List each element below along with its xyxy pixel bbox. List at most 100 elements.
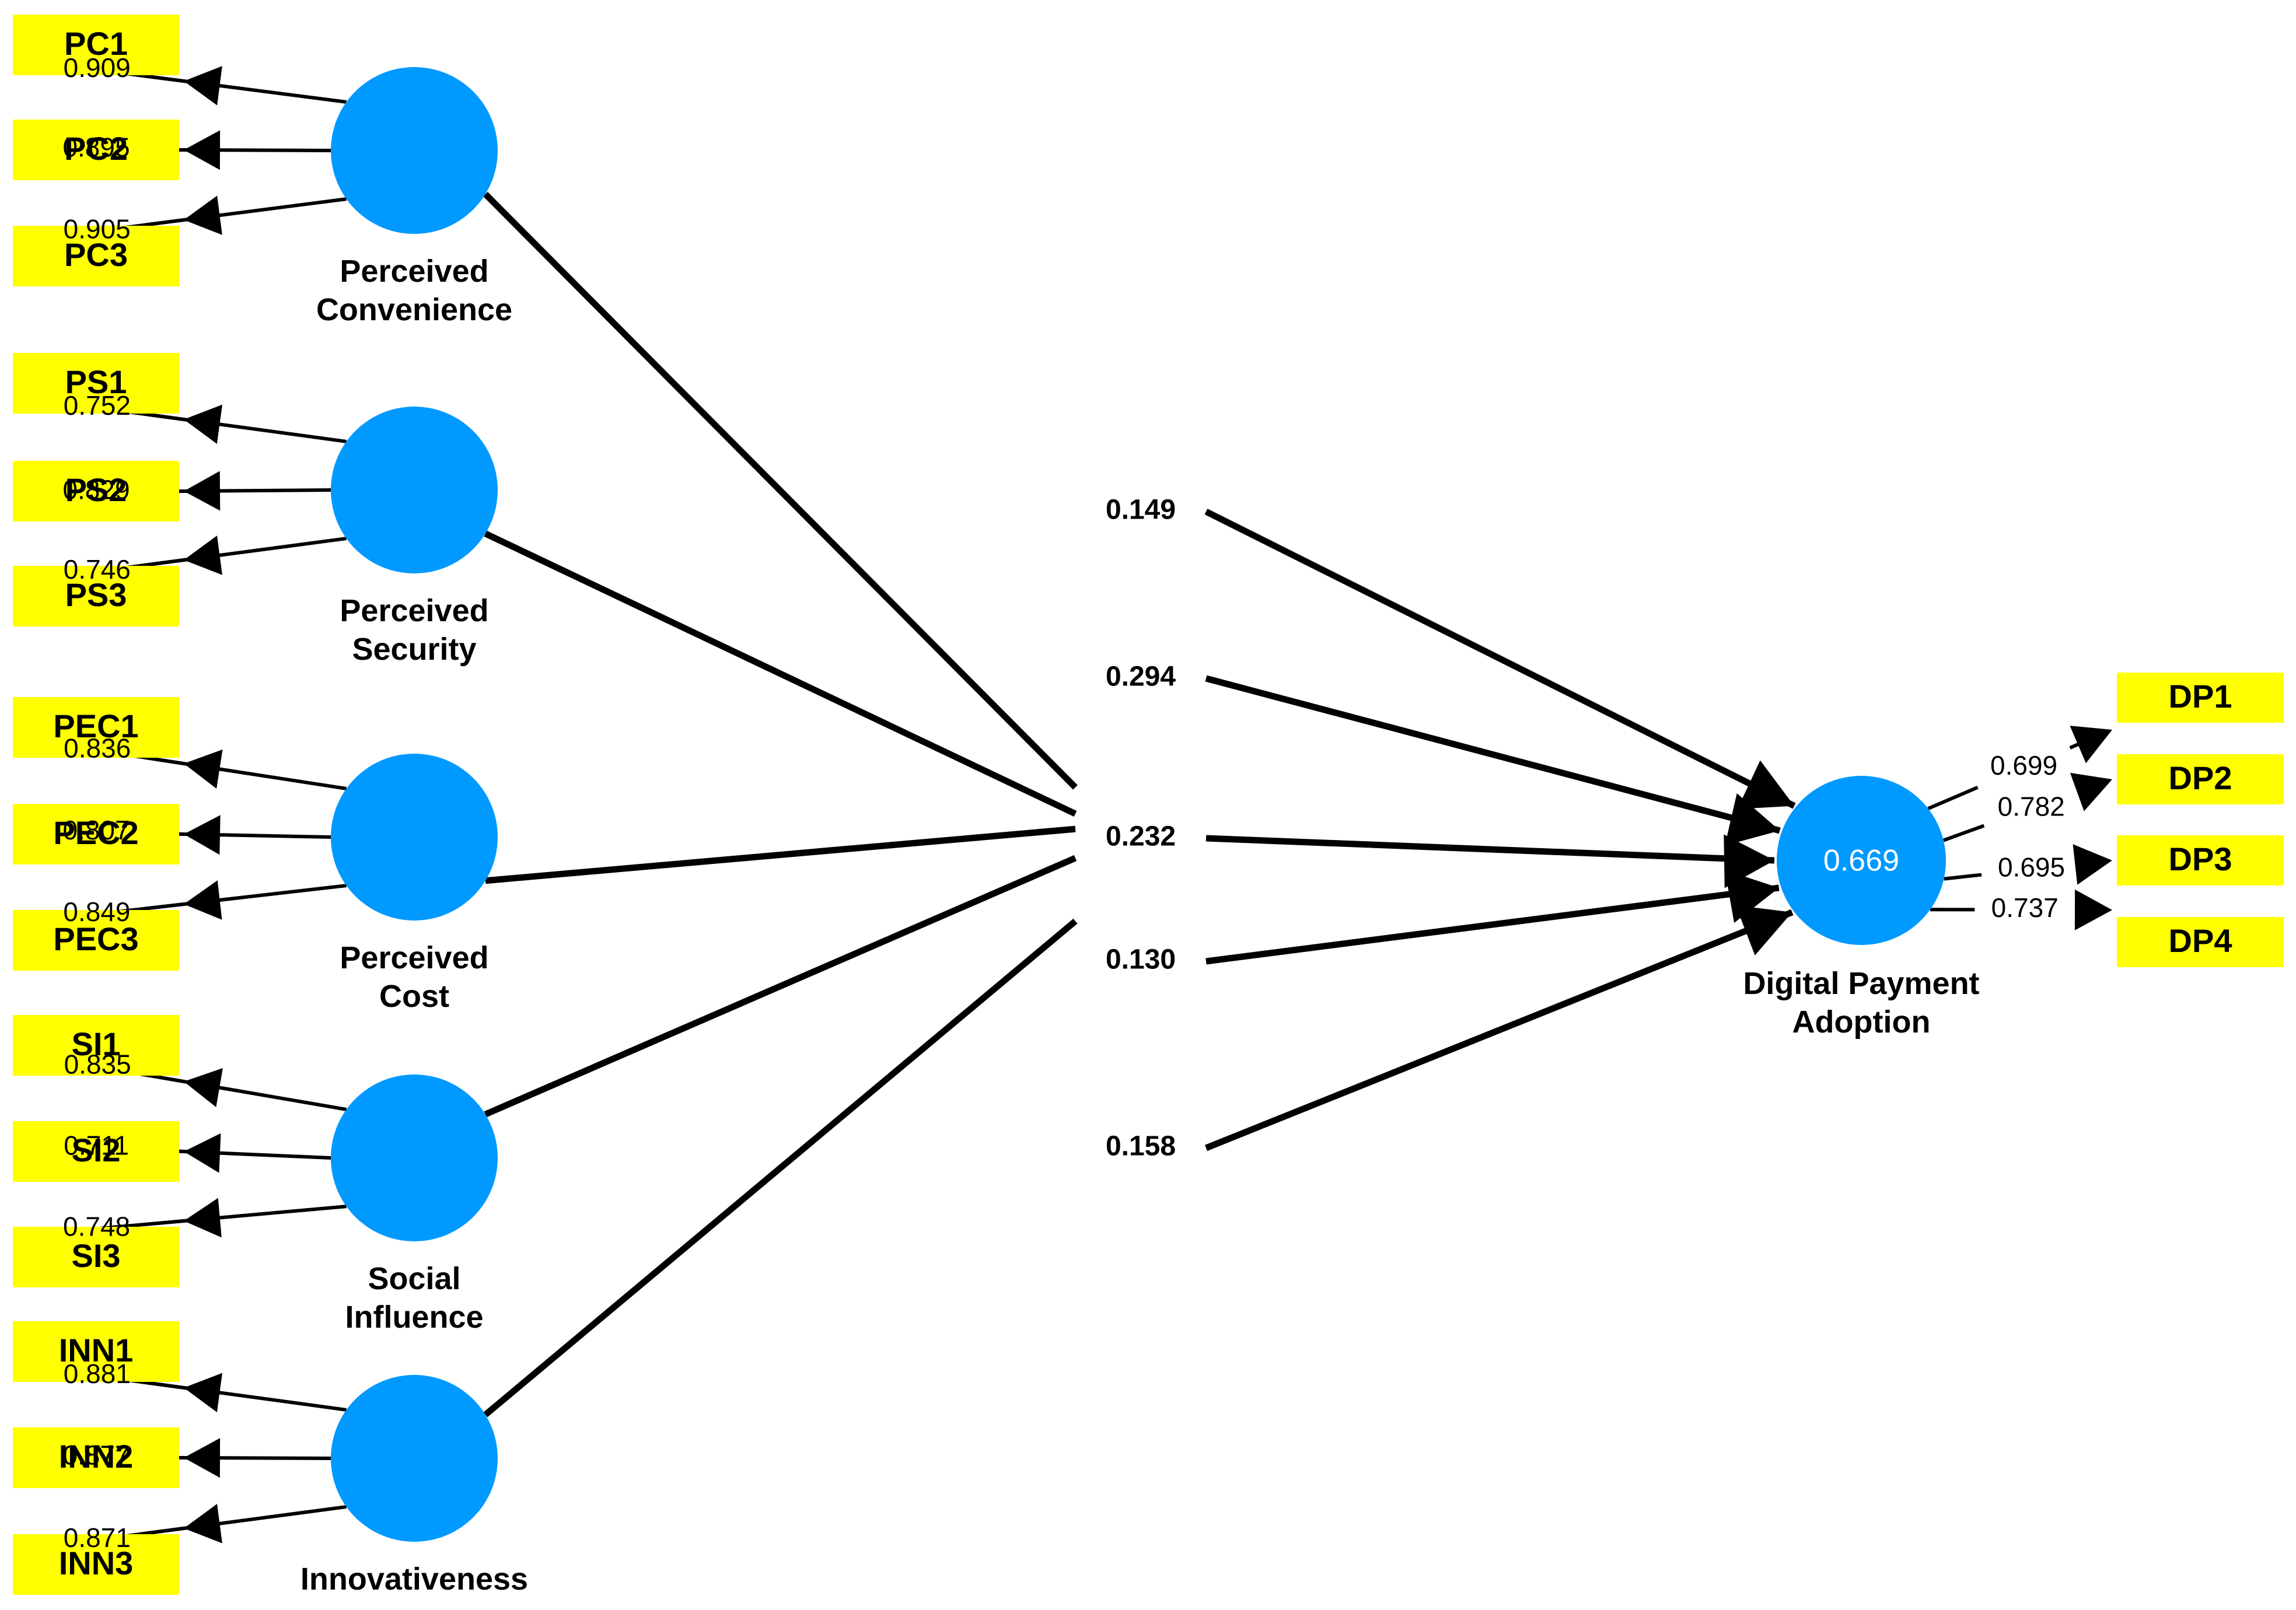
arrow-head-INN3 xyxy=(184,1504,222,1544)
construct-label-DPA-line1: Digital Payment xyxy=(1743,966,1979,1001)
indicator-label-DP4: DP4 xyxy=(2169,922,2232,959)
path-coefficient-PS-to-DPA: 0.294 xyxy=(1106,662,1176,692)
indicator-label-PEC2: PEC2 xyxy=(53,814,138,851)
arrow-head-INN1 xyxy=(184,1373,223,1413)
indicator-box-PEC3 xyxy=(13,910,179,971)
construct-label-PC-line1: Perceived xyxy=(340,254,488,289)
loading-value-INN2: 0.877 xyxy=(62,1440,130,1471)
path-coefficient-SI-to-DPA: 0.130 xyxy=(1106,944,1176,975)
construct-circle-SI[interactable] xyxy=(331,1074,498,1241)
arrow-head-PC3 xyxy=(184,195,222,235)
indicator-label-SI1: SI1 xyxy=(71,1026,120,1062)
construct-circle-PEC[interactable] xyxy=(331,754,498,921)
edges-layer xyxy=(48,62,2112,1548)
indicator-label-DP2: DP2 xyxy=(2169,760,2232,796)
construct-circle-PS[interactable] xyxy=(331,407,498,573)
construct-label-SI-line2: Influence xyxy=(345,1300,483,1335)
indicator-box-DP1 xyxy=(2117,673,2284,723)
arrow-head-DP4 xyxy=(2074,889,2112,930)
loading-value-SI1: 0.835 xyxy=(64,1049,131,1080)
construct-label-PEC-line1: Perceived xyxy=(340,940,488,975)
indicator-label-PS2: PS2 xyxy=(65,471,127,508)
indicator-label-DP1: DP1 xyxy=(2169,678,2232,715)
path-coefficient-PC-to-DPA: 0.149 xyxy=(1106,495,1176,526)
indicator-label-INN2: INN2 xyxy=(59,1438,134,1475)
indicator-box-DP2 xyxy=(2117,754,2284,804)
structural-edge-SI-a xyxy=(484,855,1077,1118)
arrow-head-DP3 xyxy=(2073,844,2112,885)
structural-edge-PS-b xyxy=(1205,675,1781,834)
indicator-box-INN2 xyxy=(13,1427,179,1488)
structural-edge-PC-a xyxy=(483,191,1078,790)
arrow-head-PS1 xyxy=(184,404,223,444)
loading-value-PEC3: 0.849 xyxy=(63,897,130,927)
loading-value-SI3: 0.748 xyxy=(63,1212,130,1242)
structural-edge-INN-b xyxy=(1204,909,1794,1152)
arrow-head-PEC1 xyxy=(184,749,223,789)
structural-edge-PEC-b xyxy=(1205,835,1775,864)
indicator-label-SI3: SI3 xyxy=(71,1237,120,1274)
construct-label-PS-line2: Security xyxy=(352,632,476,667)
arrow-head-PC2 xyxy=(184,130,221,170)
structural-edge-SI-b xyxy=(1205,884,1780,965)
loading-value-PC1: 0.909 xyxy=(64,52,131,83)
arrow-head-path-INN xyxy=(1735,905,1792,956)
loading-value-DP3: 0.695 xyxy=(1998,852,2065,882)
structural-edge-PC-b xyxy=(1204,509,1796,809)
r-squared-value-DPA: 0.669 xyxy=(1823,844,1899,878)
indicator-label-PC3: PC3 xyxy=(64,236,128,273)
loading-value-PC2: 0.895 xyxy=(62,132,130,163)
arrow-head-DP1 xyxy=(2070,726,2112,764)
arrow-head-path-PS xyxy=(1725,793,1780,846)
indicator-box-PS2 xyxy=(13,461,179,522)
indicator-label-PC2: PC2 xyxy=(64,130,128,167)
indicator-label-PEC3: PEC3 xyxy=(53,921,138,957)
loading-value-PEC2: 0.807 xyxy=(62,815,130,845)
path-coefficient-INN-to-DPA: 0.158 xyxy=(1106,1131,1176,1162)
indicator-label-PS3: PS3 xyxy=(65,576,127,613)
arrow-head-SI2 xyxy=(184,1133,221,1173)
indicator-box-SI1 xyxy=(13,1015,179,1076)
indicator-label-PS1: PS1 xyxy=(65,363,127,400)
arrow-head-PEC3 xyxy=(184,880,222,920)
arrow-head-SI1 xyxy=(184,1068,223,1108)
indicator-label-INN1: INN1 xyxy=(59,1332,134,1368)
construct-circle-PC[interactable] xyxy=(331,67,498,234)
loading-value-PEC1: 0.836 xyxy=(64,733,131,763)
loading-value-PS1: 0.752 xyxy=(64,390,131,421)
construct-circle-INN[interactable] xyxy=(331,1375,498,1542)
indicator-box-SI2 xyxy=(13,1121,179,1182)
loading-value-INN1: 0.881 xyxy=(64,1359,131,1389)
indicator-label-SI2: SI2 xyxy=(71,1132,120,1168)
construct-label-SI-line1: Social xyxy=(368,1261,460,1296)
indicator-box-PS1 xyxy=(13,353,179,414)
path-coefficient-PEC-to-DPA: 0.232 xyxy=(1106,821,1176,852)
arrow-head-SI3 xyxy=(184,1198,222,1238)
loading-edge-DP1 xyxy=(1927,785,1979,810)
structural-edge-INN-a xyxy=(483,918,1078,1418)
nodes-layer xyxy=(13,15,2284,1595)
arrow-head-DP2 xyxy=(2070,772,2112,811)
indicator-label-DP3: DP3 xyxy=(2169,841,2232,877)
arrow-head-PC1 xyxy=(184,66,222,106)
indicator-label-PEC1: PEC1 xyxy=(53,708,138,744)
indicator-box-PS3 xyxy=(13,566,179,626)
arrow-head-path-PC xyxy=(1737,760,1795,809)
loading-value-DP2: 0.782 xyxy=(1998,791,2065,821)
loading-value-INN3: 0.871 xyxy=(64,1522,131,1553)
construct-label-PS-line1: Perceived xyxy=(340,593,488,628)
construct-circle-DPA[interactable] xyxy=(1777,776,1946,945)
loading-value-DP4: 0.737 xyxy=(1991,892,2059,923)
construct-label-INN-line1: Innovativeness xyxy=(300,1562,528,1597)
arrow-head-PEC2 xyxy=(184,815,221,855)
loading-value-SI2: 0.711 xyxy=(64,1130,129,1161)
loading-edge-DP3 xyxy=(1944,873,1982,881)
loading-value-DP1: 0.699 xyxy=(1990,750,2057,780)
arrow-head-PS3 xyxy=(184,536,222,575)
indicator-box-DP3 xyxy=(2117,835,2284,886)
construct-label-PEC-line2: Cost xyxy=(379,979,449,1014)
arrow-head-PS2 xyxy=(184,471,221,511)
indicator-label-INN3: INN3 xyxy=(59,1545,134,1581)
loading-edge-DP2 xyxy=(1942,824,1985,842)
